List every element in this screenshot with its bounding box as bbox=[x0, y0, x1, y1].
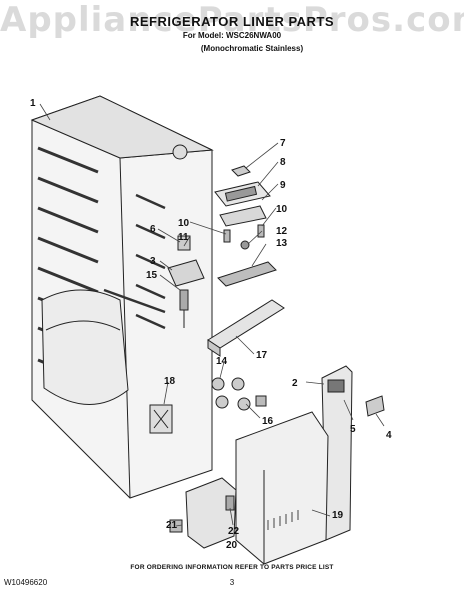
variant-line: (Monochromatic Stainless) bbox=[200, 44, 304, 53]
callout-20: 20 bbox=[226, 540, 238, 551]
callout-9: 9 bbox=[280, 180, 286, 191]
callout-11: 11 bbox=[178, 232, 189, 243]
callout-10a: 10 bbox=[178, 218, 190, 229]
leader-lines bbox=[39, 103, 385, 527]
callout-12: 12 bbox=[276, 226, 288, 237]
doc-number: W10496620 bbox=[4, 578, 48, 587]
callout-4: 4 bbox=[386, 430, 392, 441]
page-title: REFRIGERATOR LINER PARTS bbox=[129, 14, 335, 29]
callout-3: 3 bbox=[150, 256, 156, 267]
callout-14: 14 bbox=[216, 356, 228, 367]
callout-10b: 10 bbox=[276, 204, 288, 215]
callout-2: 2 bbox=[292, 378, 298, 389]
control-parts bbox=[167, 235, 205, 328]
callout-1: 1 bbox=[30, 98, 36, 109]
callout-19: 19 bbox=[332, 510, 344, 521]
bracket-20-21-22 bbox=[169, 477, 237, 549]
page-number: 3 bbox=[229, 578, 235, 587]
ordering-note: FOR ORDERING INFORMATION REFER TO PARTS … bbox=[130, 564, 334, 571]
callout-8: 8 bbox=[280, 157, 286, 168]
callout-15: 15 bbox=[146, 270, 158, 281]
callout-21: 21 bbox=[166, 520, 178, 531]
channel-part bbox=[207, 299, 285, 357]
callout-13: 13 bbox=[276, 238, 288, 249]
cover-part bbox=[235, 411, 329, 565]
callout-7: 7 bbox=[280, 138, 286, 149]
callout-17: 17 bbox=[256, 350, 268, 361]
watermark: AppliancePartsPros.com bbox=[0, 0, 464, 40]
liner-body bbox=[30, 95, 214, 499]
callout-18: 18 bbox=[164, 376, 176, 387]
small-parts-14-16 bbox=[211, 377, 267, 411]
callout-6: 6 bbox=[150, 224, 156, 235]
callout-labels: 1 2 3 4 5 6 7 8 9 10 10 11 12 13 14 15 1… bbox=[30, 98, 392, 551]
callout-5: 5 bbox=[350, 424, 356, 435]
side-panel bbox=[321, 365, 385, 541]
callout-16: 16 bbox=[262, 416, 274, 427]
callout-22: 22 bbox=[228, 526, 240, 537]
model-line: For Model: WSC26NWA00 bbox=[182, 31, 282, 40]
light-assembly bbox=[214, 165, 277, 287]
